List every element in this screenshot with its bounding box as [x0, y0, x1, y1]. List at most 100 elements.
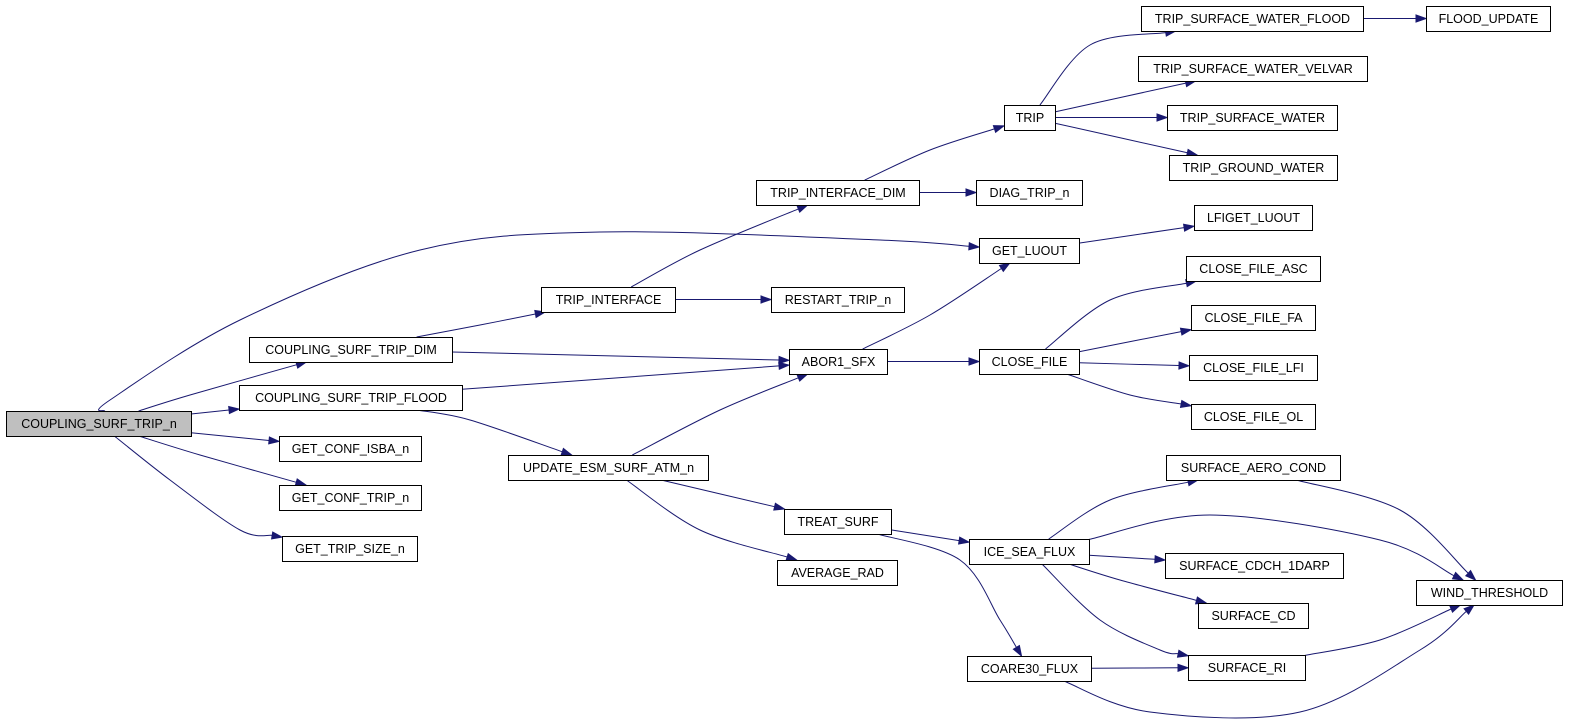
node-coare30-flux[interactable]: COARE30_FLUX [967, 656, 1092, 682]
node-surface-aero-cond[interactable]: SURFACE_AERO_COND [1166, 455, 1341, 481]
edge-line [461, 365, 780, 390]
node-box [1165, 553, 1344, 579]
node-label: TRIP_SURFACE_WATER_VELVAR [1153, 62, 1353, 76]
node-box [1191, 404, 1316, 430]
edge-line [1304, 608, 1452, 656]
call-edge-coupling-surf-trip-n-to-get-trip-size-n [113, 435, 284, 540]
arrowhead [796, 204, 809, 213]
node-surface-cdch-1darp[interactable]: SURFACE_CDCH_1DARP [1165, 553, 1344, 579]
arrowhead [968, 357, 981, 366]
node-ice-sea-flux[interactable]: ICE_SEA_FLUX [969, 539, 1090, 565]
node-wind-threshold[interactable]: WIND_THRESHOLD [1416, 580, 1563, 606]
node-lfiget-luout[interactable]: LFIGET_LUOUT [1194, 205, 1313, 231]
node-get-conf-trip-n[interactable]: GET_CONF_TRIP_n [279, 485, 422, 511]
node-trip-surface-water-flood[interactable]: TRIP_SURFACE_WATER_FLOOD [1141, 6, 1364, 32]
node-label: COUPLING_SURF_TRIP_DIM [265, 343, 437, 357]
node-close-file[interactable]: CLOSE_FILE [979, 349, 1080, 375]
node-label: GET_CONF_ISBA_n [292, 442, 409, 456]
edge-line [632, 377, 799, 456]
node-flood-update[interactable]: FLOOD_UPDATE [1426, 6, 1551, 32]
node-label: TRIP [1016, 111, 1044, 125]
node-close-file-ol[interactable]: CLOSE_FILE_OL [1191, 404, 1316, 430]
node-abor1-sfx[interactable]: ABOR1_SFX [789, 349, 888, 375]
node-trip[interactable]: TRIP [1004, 105, 1056, 131]
node-label: SURFACE_CDCH_1DARP [1179, 559, 1330, 573]
node-surface-ri[interactable]: SURFACE_RI [1188, 655, 1306, 681]
call-edge-ice-sea-flux-to-surface-cdch-1darp [1088, 554, 1167, 564]
node-close-file-lfi[interactable]: CLOSE_FILE_LFI [1189, 355, 1318, 381]
arrowhead [778, 361, 791, 371]
node-label: ICE_SEA_FLUX [984, 545, 1076, 559]
node-update-esm-surf-atm-n[interactable]: UPDATE_ESM_SURF_ATM_n [508, 455, 709, 481]
arrowhead [1179, 399, 1193, 409]
call-edge-close-file-to-close-file-ol [1066, 373, 1193, 409]
node-coupling-surf-trip-flood[interactable]: COUPLING_SURF_TRIP_FLOOD [239, 385, 463, 411]
call-edge-trip-to-trip-surface-water [1055, 113, 1169, 122]
node-box [1188, 655, 1306, 681]
node-label: GET_TRIP_SIZE_n [295, 542, 405, 556]
node-box [282, 536, 418, 562]
node-get-conf-isba-n[interactable]: GET_CONF_ISBA_n [279, 436, 422, 462]
arrowhead [1178, 361, 1191, 370]
arrowhead [1451, 571, 1465, 581]
node-box [1141, 6, 1364, 32]
edge-line [877, 533, 1017, 648]
node-label: AVERAGE_RAD [791, 566, 884, 580]
node-box [249, 337, 453, 363]
arrowhead [778, 355, 791, 365]
node-box [6, 411, 192, 437]
node-trip-interface[interactable]: TRIP_INTERFACE [541, 287, 676, 313]
node-box [541, 287, 676, 313]
node-label: COARE30_FLUX [981, 662, 1079, 676]
node-label: SURFACE_RI [1208, 661, 1287, 675]
node-trip-ground-water[interactable]: TRIP_GROUND_WATER [1169, 155, 1338, 181]
node-trip-interface-dim[interactable]: TRIP_INTERFACE_DIM [756, 180, 920, 206]
node-close-file-fa[interactable]: CLOSE_FILE_FA [1191, 305, 1316, 331]
node-get-luout[interactable]: GET_LUOUT [979, 238, 1080, 264]
node-label: TREAT_SURF [797, 515, 878, 529]
arrowhead [1463, 604, 1476, 615]
node-label: FLOOD_UPDATE [1439, 12, 1539, 26]
arrowhead [1176, 649, 1190, 658]
node-label: DIAG_TRIP_n [990, 186, 1070, 200]
edge-line [416, 313, 536, 338]
edge-line [1088, 554, 1156, 560]
edge-line [862, 268, 1002, 350]
node-box [756, 180, 920, 206]
call-edge-coare30-flux-to-surface-ri [1090, 663, 1190, 673]
nodes-layer: COUPLING_SURF_TRIP_n COUPLING_SURF_TRIP_D… [6, 6, 1563, 682]
call-edge-coupling-surf-trip-dim-to-abor1-sfx [451, 351, 791, 365]
node-box [1416, 580, 1563, 606]
call-edge-close-file-to-close-file-lfi [1078, 361, 1191, 370]
call-edge-trip-interface-to-trip-interface-dim [630, 204, 809, 288]
node-get-trip-size-n[interactable]: GET_TRIP_SIZE_n [282, 536, 418, 562]
node-box [789, 349, 888, 375]
arrowhead [1183, 223, 1196, 232]
arrowhead [1012, 644, 1023, 658]
call-edge-trip-interface-dim-to-diag-trip-n [919, 188, 978, 197]
edge-line [1045, 282, 1187, 350]
node-label: TRIP_SURFACE_WATER_FLOOD [1155, 12, 1350, 26]
node-box [279, 436, 422, 462]
node-treat-surf[interactable]: TREAT_SURF [784, 509, 892, 535]
arrowhead [268, 436, 281, 445]
node-box [1004, 105, 1056, 131]
edge-line [138, 364, 297, 412]
node-close-file-asc[interactable]: CLOSE_FILE_ASC [1186, 256, 1321, 282]
edge-line [1039, 32, 1166, 106]
node-coupling-surf-trip-dim[interactable]: COUPLING_SURF_TRIP_DIM [249, 337, 453, 363]
arrowhead [965, 188, 978, 197]
edge-line [1054, 82, 1186, 113]
edge-line [1063, 611, 1467, 719]
node-trip-surface-water[interactable]: TRIP_SURFACE_WATER [1167, 105, 1338, 131]
node-surface-cd[interactable]: SURFACE_CD [1198, 603, 1309, 629]
node-trip-surface-water-velvar[interactable]: TRIP_SURFACE_WATER_VELVAR [1138, 56, 1368, 82]
arrowhead [228, 405, 241, 415]
node-diag-trip-n[interactable]: DIAG_TRIP_n [976, 180, 1083, 206]
call-edge-trip-surface-water-flood-to-flood-update [1363, 14, 1428, 23]
node-restart-trip-n[interactable]: RESTART_TRIP_n [771, 287, 905, 313]
arrowhead [1194, 596, 1208, 605]
node-average-rad[interactable]: AVERAGE_RAD [777, 560, 898, 586]
node-coupling-surf-trip-n[interactable]: COUPLING_SURF_TRIP_n [6, 411, 192, 437]
call-edge-abor1-sfx-to-close-file [887, 357, 981, 366]
